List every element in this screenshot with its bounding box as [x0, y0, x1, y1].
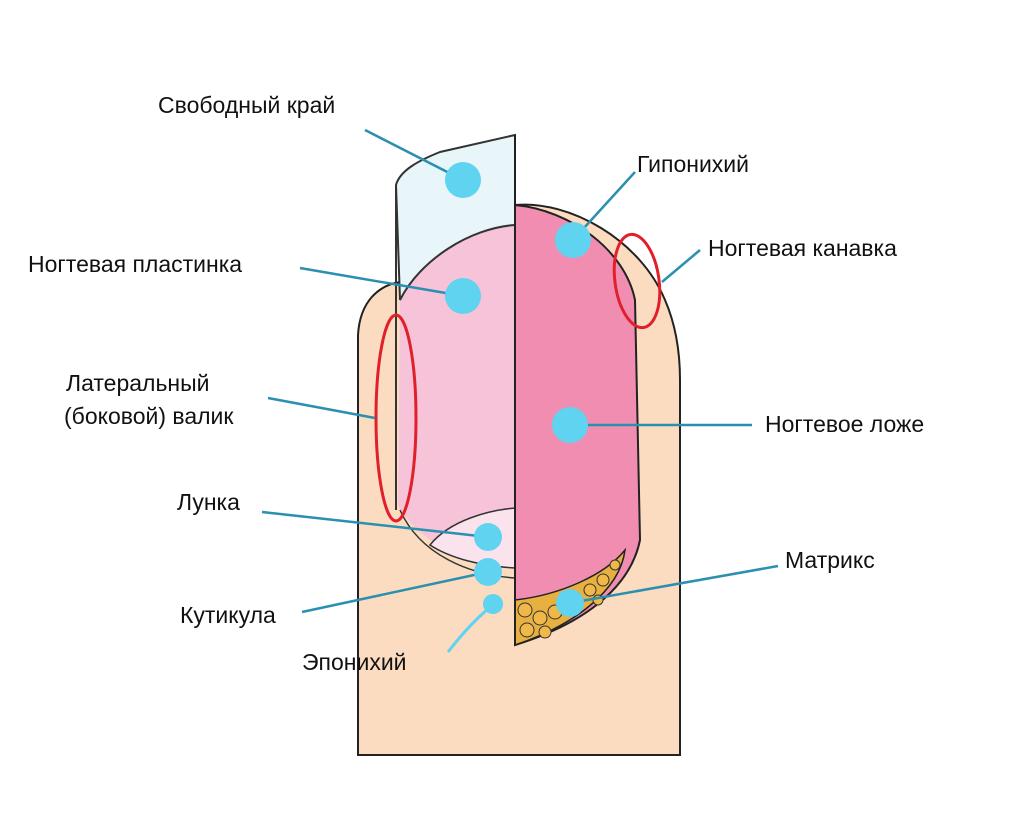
label-lunula: Лунка	[177, 489, 240, 515]
lateral-fold-highlight	[374, 313, 418, 523]
free-edge	[394, 133, 516, 301]
label-nail-groove: Ногтевая канавка	[708, 235, 897, 261]
label-matrix: Матрикс	[785, 547, 875, 573]
label-hyponychium: Гипонихий	[637, 151, 749, 177]
nail-groove-highlight	[612, 232, 662, 330]
label-eponychium: Эпонихий	[302, 649, 407, 675]
nail-plate	[398, 225, 515, 568]
label-lateral-fold-line1: Латеральный	[66, 370, 210, 396]
label-lateral-fold-line2: (боковой) валик	[64, 403, 234, 429]
marker-cuticle	[474, 558, 502, 586]
marker-hyponychium	[555, 222, 591, 258]
marker-eponychium	[483, 594, 503, 614]
label-free-edge: Свободный край	[158, 92, 335, 118]
marker-nail-plate	[445, 278, 481, 314]
marker-nail-bed	[552, 407, 588, 443]
marker-lunula	[474, 523, 502, 551]
label-nail-bed: Ногтевое ложе	[765, 411, 924, 437]
marker-free-edge	[445, 162, 481, 198]
marker-matrix	[556, 589, 584, 617]
label-nail-plate: Ногтевая пластинка	[28, 251, 242, 277]
label-cuticle: Кутикула	[180, 602, 276, 628]
